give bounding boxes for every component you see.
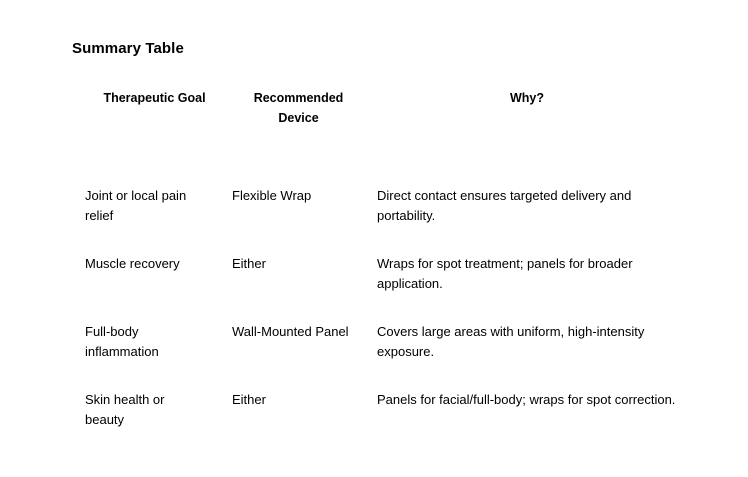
page-title: Summary Table bbox=[72, 40, 184, 57]
table-row: Muscle recovery Either Wraps for spot tr… bbox=[85, 226, 685, 294]
column-header-therapeutic-goal: Therapeutic Goal bbox=[103, 91, 206, 105]
cell-therapeutic-goal: Joint or local pain relief bbox=[85, 188, 187, 223]
cell-therapeutic-goal: Full-body inflammation bbox=[85, 324, 159, 359]
cell-why: Panels for facial/full-body; wraps for s… bbox=[377, 392, 676, 407]
cell-therapeutic-goal: Muscle recovery bbox=[85, 256, 180, 271]
cell-recommended-device: Flexible Wrap bbox=[232, 188, 312, 203]
column-header-recommended-device: Recommended Device bbox=[253, 91, 344, 125]
summary-table: Therapeutic Goal Recommended Device Why?… bbox=[85, 88, 685, 430]
table-row: Skin health or beauty Either Panels for … bbox=[85, 362, 685, 430]
table-header: Therapeutic Goal Recommended Device Why? bbox=[85, 88, 685, 138]
cell-why: Direct contact ensures targeted delivery… bbox=[377, 188, 632, 223]
table-body: Joint or local pain relief Flexible Wrap… bbox=[85, 138, 685, 430]
table-header-row: Therapeutic Goal Recommended Device Why? bbox=[85, 88, 685, 138]
cell-recommended-device: Either bbox=[232, 392, 266, 407]
cell-recommended-device: Either bbox=[232, 256, 266, 271]
cell-therapeutic-goal: Skin health or beauty bbox=[85, 392, 165, 427]
cell-recommended-device: Wall-Mounted Panel bbox=[232, 324, 349, 339]
cell-why: Wraps for spot treatment; panels for bro… bbox=[377, 256, 633, 291]
column-header-why: Why? bbox=[509, 91, 545, 105]
table-row: Joint or local pain relief Flexible Wrap… bbox=[85, 138, 685, 226]
cell-why: Covers large areas with uniform, high-in… bbox=[377, 324, 645, 359]
table-row: Full-body inflammation Wall-Mounted Pane… bbox=[85, 294, 685, 362]
